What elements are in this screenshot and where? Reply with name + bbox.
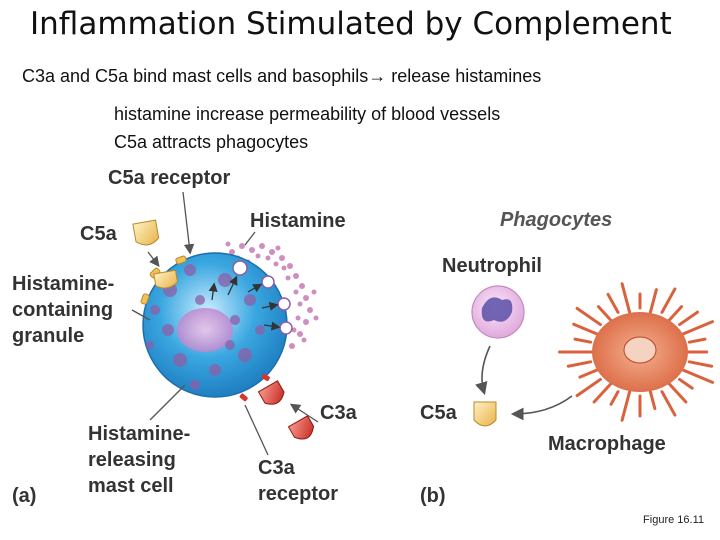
pseudopod — [620, 282, 632, 315]
complement-inflammation-figure: C5a receptor C5a Histamine Histamine- co… — [12, 167, 715, 507]
macrophage-pseudopods — [558, 282, 715, 422]
pseudopod — [575, 377, 602, 398]
mast-cell-nucleus — [177, 308, 233, 352]
pseudopod — [566, 360, 593, 368]
pseudopod — [667, 305, 684, 323]
pseudopod — [687, 360, 714, 368]
pseudopod — [606, 292, 620, 314]
c3a-molecule-bound — [257, 380, 285, 405]
c5a-label-b: C5a — [420, 402, 458, 424]
figure-caption: Figure 16.11 — [643, 514, 704, 526]
c5a-attach-arrow — [147, 251, 160, 268]
pseudopod — [575, 306, 602, 327]
granule-leader — [131, 309, 151, 321]
pseudopod — [572, 322, 601, 337]
slide-title: Inflammation Stimulated by Complement — [30, 6, 672, 42]
bullet-phagocytes: C5a attracts phagocytes — [114, 132, 309, 152]
c3a-receptor-label-1: C3a — [258, 457, 296, 479]
granule-movement-arrows — [208, 275, 281, 331]
bullet-complement-binding: C3a and C5a bind mast cells and basophil… — [22, 66, 541, 87]
macrophage-migration-arrow — [510, 395, 573, 421]
bullet-text-binding: C3a and C5a bind mast cells and basophil… — [22, 66, 369, 86]
pseudopod — [648, 288, 658, 315]
c5a-molecule-b — [473, 401, 497, 427]
histamine-granules — [146, 264, 265, 390]
pseudopod — [648, 389, 657, 411]
pseudopod — [596, 305, 613, 323]
pseudopod — [660, 287, 677, 314]
panel-b: Phagocytes Neutrophil C5a Macrophage (b) — [420, 209, 715, 507]
histamine-label: Histamine — [250, 210, 346, 232]
neutrophil-cell — [471, 285, 525, 339]
panel-b-label: (b) — [420, 485, 446, 507]
bullet-permeability: histamine increase permeability of blood… — [114, 104, 501, 124]
c3a-receptor-leader — [244, 404, 269, 456]
pseudopod — [578, 367, 601, 379]
mast-cell-label-2: releasing — [88, 449, 176, 471]
c5a-receptors — [140, 255, 187, 305]
bullet-text-release: release histamines — [386, 66, 542, 86]
mast-cell-leader — [149, 384, 186, 421]
pseudopod — [573, 337, 593, 344]
pseudopod — [687, 337, 707, 344]
pseudopod — [679, 320, 715, 337]
pseudopod — [667, 381, 688, 404]
granule-label-1: Histamine- — [12, 273, 114, 295]
neutrophil-migration-arrow — [475, 345, 491, 396]
mast-cell-label-1: Histamine- — [88, 423, 190, 445]
pseudopod — [660, 390, 677, 417]
c5a-receptor-leader — [182, 191, 195, 255]
right-arrow-icon: → — [368, 66, 387, 86]
c5a-molecule-free — [132, 219, 160, 246]
c3a-label-a: C3a — [320, 402, 358, 424]
phagocytes-label: Phagocytes — [500, 209, 612, 231]
neutrophil-label: Neutrophil — [442, 255, 542, 277]
c5a-receptor-label: C5a receptor — [108, 167, 230, 189]
histamine-leader — [244, 231, 256, 246]
c5a-molecule-bound — [153, 269, 179, 289]
panel-a: C5a receptor C5a Histamine Histamine- co… — [12, 167, 358, 507]
granule-label-3: granule — [12, 325, 84, 347]
c3a-molecule-free — [287, 415, 315, 440]
pseudopod — [678, 377, 694, 390]
macrophage-cell — [558, 282, 715, 422]
pseudopod — [679, 367, 715, 384]
c3a-attach-arrow — [289, 403, 319, 423]
pseudopod — [620, 389, 632, 422]
macrophage-label: Macrophage — [548, 433, 666, 455]
pseudopod — [609, 390, 620, 406]
panel-a-label: (a) — [12, 485, 36, 507]
release-vesicles — [232, 260, 293, 335]
c5a-label-a: C5a — [80, 223, 118, 245]
c3a-receptors — [239, 373, 270, 402]
pseudopod — [592, 381, 613, 404]
mast-cell-label-3: mast cell — [88, 475, 174, 497]
granule-label-2: containing — [12, 299, 113, 321]
c3a-receptor-label-2: receptor — [258, 483, 338, 505]
pseudopod — [678, 310, 700, 327]
